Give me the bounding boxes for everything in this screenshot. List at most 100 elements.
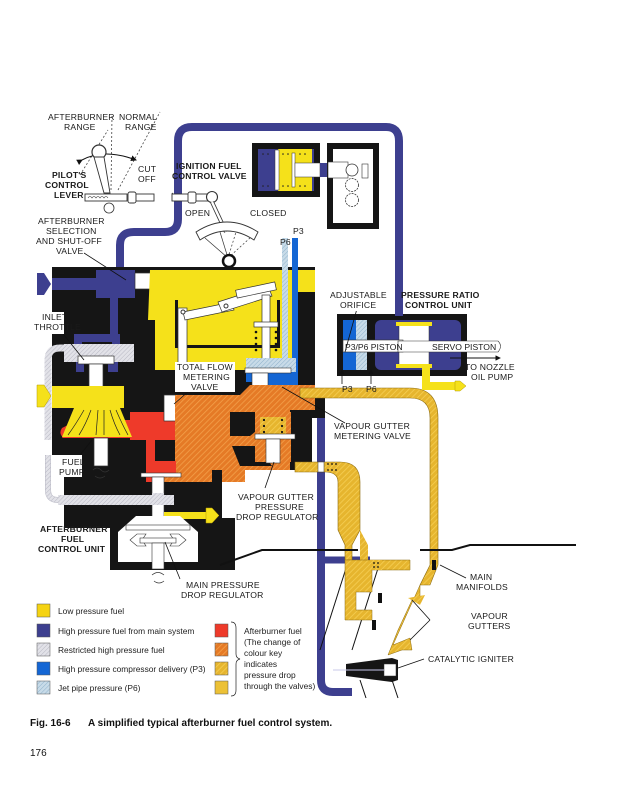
figure-caption: Fig. 16-6 A simplified typical afterburne…: [30, 718, 332, 729]
svg-text:PRESSURE: PRESSURE: [255, 502, 304, 512]
label-p3-bottom: P3: [342, 384, 353, 394]
hp-supply-pipe: [116, 123, 403, 300]
svg-text:LEVER: LEVER: [54, 190, 84, 200]
vapour-gutter-pdr-piston: [265, 438, 281, 464]
legend-item: Jet pipe pressure (P6): [36, 680, 141, 695]
legend-item: High pressure fuel from main system: [36, 623, 194, 638]
p6-pipe: [282, 238, 288, 383]
svg-text:ORIFICE: ORIFICE: [340, 300, 376, 310]
vapour-gutter: [387, 584, 421, 656]
inlet-throttle-valve: [77, 355, 115, 365]
svg-text:High pressure fuel from main s: High pressure fuel from main system: [58, 626, 194, 636]
svg-text:CONTROL UNIT: CONTROL UNIT: [38, 544, 106, 554]
legend-afterburner-note: Afterburner fuel (The change of colour k…: [244, 626, 315, 691]
svg-text:VAPOUR GUTTER: VAPOUR GUTTER: [238, 492, 314, 502]
lp-inlet-arrow-icon: [36, 384, 52, 408]
svg-text:PUMP: PUMP: [59, 467, 85, 477]
page-number: 176: [30, 748, 47, 759]
gear-icon: [345, 193, 359, 207]
engine-outline: [219, 544, 576, 699]
svg-text:AND SHUT-OFF: AND SHUT-OFF: [36, 236, 102, 246]
legend-swatch-ab-orange-yellow: [214, 661, 229, 676]
label-p6-bottom: P6: [366, 384, 377, 394]
label-vapour-gutter-metering-valve: VAPOUR GUTTER METERING VALVE: [334, 421, 411, 441]
gear-icon: [345, 163, 359, 177]
svg-text:VALVE: VALVE: [56, 246, 83, 256]
svg-text:DROP REGULATOR: DROP REGULATOR: [236, 512, 319, 522]
pressure-ratio-control-unit: [337, 314, 501, 392]
svg-text:CONTROL UNIT: CONTROL UNIT: [405, 300, 473, 310]
figure-title: A simplified typical afterburner fuel co…: [88, 718, 333, 729]
svg-text:INLET: INLET: [42, 312, 68, 322]
nozzle-oil-outlet-arrow-icon: [454, 380, 467, 392]
gear-icon: [345, 178, 359, 192]
label-servo-piston: SERVO PISTON: [432, 342, 496, 352]
label-vapour-gutters: VAPOUR GUTTERS: [468, 611, 510, 631]
label-pressure-ratio-control-unit: PRESSURE RATIO CONTROL UNIT: [401, 290, 480, 310]
svg-text:Afterburner fuel: Afterburner fuel: [244, 626, 302, 636]
svg-text:RANGE: RANGE: [64, 122, 96, 132]
legend-item: Low pressure fuel: [36, 603, 124, 618]
label-pilots-control-lever: PILOT'S CONTROL LEVER: [45, 170, 89, 200]
svg-text:AFTERBURNER: AFTERBURNER: [38, 216, 105, 226]
svg-text:OIL PUMP: OIL PUMP: [471, 372, 513, 382]
svg-text:Low pressure fuel: Low pressure fuel: [58, 606, 124, 616]
hp-vertical-return-pipe: [317, 400, 352, 696]
svg-text:CONTROL VALVE: CONTROL VALVE: [172, 171, 247, 181]
inlet-arrow-icon: [37, 273, 51, 295]
svg-text:ADJUSTABLE: ADJUSTABLE: [330, 290, 387, 300]
label-adjustable-orifice: ADJUSTABLE ORIFICE: [330, 290, 387, 310]
svg-text:Restricted high pressure fuel: Restricted high pressure fuel: [58, 645, 165, 655]
svg-text:Jet pipe pressure (P6): Jet pipe pressure (P6): [58, 683, 141, 693]
svg-text:AFTERBURNER: AFTERBURNER: [48, 112, 115, 122]
ignition-quadrant: [195, 201, 259, 269]
ignition-valve-block: [252, 143, 379, 229]
svg-text:pressure drop: pressure drop: [244, 670, 296, 680]
legend-swatch-ab-orange: [214, 642, 229, 657]
legend-item: Restricted high pressure fuel: [36, 642, 165, 657]
legend-swatch-high-pressure-main: [36, 623, 51, 638]
svg-text:IGNITION FUEL: IGNITION FUEL: [176, 161, 242, 171]
label-to-nozzle-oil-pump: TO NOZZLE OIL PUMP: [465, 362, 515, 382]
svg-text:CONTROL: CONTROL: [45, 180, 89, 190]
svg-text:CUT: CUT: [138, 164, 157, 174]
svg-text:TO NOZZLE: TO NOZZLE: [465, 362, 515, 372]
label-inlet-throttle: INLET THROTTLE: [34, 312, 81, 332]
catalytic-igniter: [333, 658, 398, 682]
label-fuel-pump: FUEL PUMP: [59, 457, 85, 477]
svg-text:SELECTION: SELECTION: [46, 226, 97, 236]
legend: Low pressure fuel High pressure fuel fro…: [36, 603, 315, 697]
figure-number: Fig. 16-6: [30, 718, 71, 729]
svg-text:DROP REGULATOR: DROP REGULATOR: [181, 590, 264, 600]
label-closed: CLOSED: [250, 208, 287, 218]
svg-text:through the valves): through the valves): [244, 681, 315, 691]
svg-text:MANIFOLDS: MANIFOLDS: [456, 582, 508, 592]
svg-text:THROTTLE: THROTTLE: [34, 322, 81, 332]
svg-text:MAIN PRESSURE: MAIN PRESSURE: [186, 580, 260, 590]
legend-swatch-ab-red: [214, 623, 229, 638]
legend-swatch-compressor-p3: [36, 661, 51, 676]
legend-swatch-restricted-hp: [36, 642, 51, 657]
svg-text:METERING VALVE: METERING VALVE: [334, 431, 411, 441]
svg-text:indicates: indicates: [244, 659, 277, 669]
label-p3-top: P3: [293, 226, 304, 236]
label-main-manifolds: MAIN MANIFOLDS: [456, 572, 508, 592]
svg-text:PILOT'S: PILOT'S: [52, 170, 87, 180]
svg-text:VAPOUR GUTTER: VAPOUR GUTTER: [334, 421, 410, 431]
svg-text:MAIN: MAIN: [470, 572, 492, 582]
svg-text:METERING: METERING: [183, 372, 230, 382]
svg-text:VALVE: VALVE: [191, 382, 218, 392]
label-afterburner-range: AFTERBURNER RANGE: [48, 112, 115, 132]
svg-text:High pressure compressor deliv: High pressure compressor delivery (P3): [58, 664, 206, 674]
label-main-pressure-drop-regulator: MAIN PRESSURE DROP REGULATOR: [181, 580, 264, 600]
svg-text:(The change of: (The change of: [244, 637, 301, 647]
label-cut-off: CUT OFF: [138, 164, 157, 184]
legend-swatch-jet-pipe-p6: [36, 680, 51, 695]
lp-outlet-arrow-icon: [205, 507, 220, 524]
svg-text:PRESSURE RATIO: PRESSURE RATIO: [401, 290, 480, 300]
svg-text:RANGE: RANGE: [125, 122, 157, 132]
label-ignition-fuel-control-valve: IGNITION FUEL CONTROL VALVE: [172, 161, 247, 181]
legend-brace: [230, 621, 241, 697]
label-p3-p6-piston: P3/P6 PISTON: [345, 342, 403, 352]
